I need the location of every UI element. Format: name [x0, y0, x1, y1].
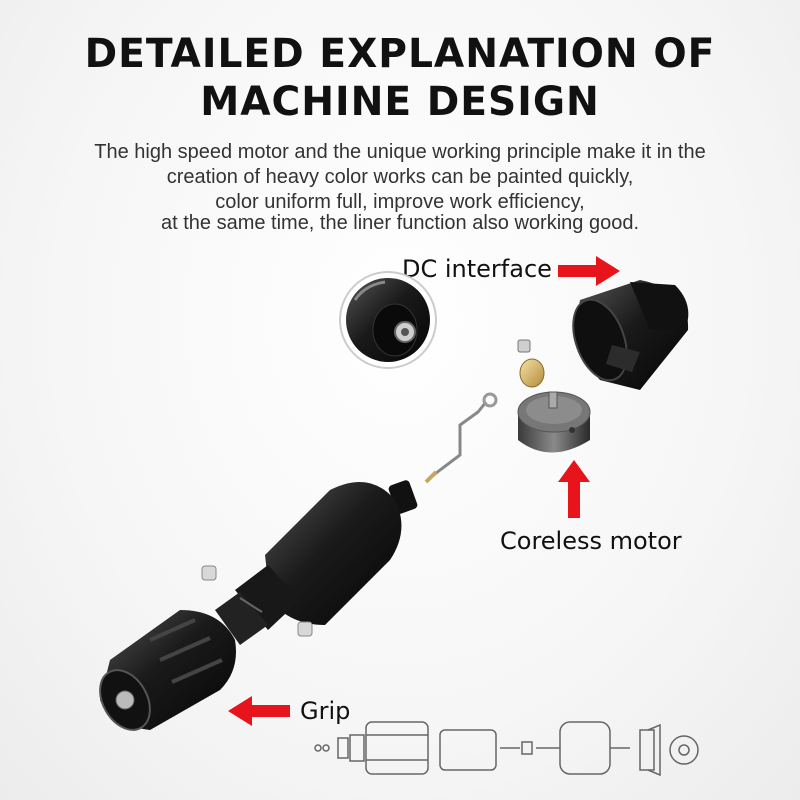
arrow-left-icon [228, 696, 290, 726]
page-title-line-2: MACHINE DESIGN [200, 79, 600, 125]
internal-components-sketch [314, 721, 699, 777]
eccentric-rod [424, 392, 498, 484]
description-line-2: creation of heavy color works can be pai… [166, 166, 634, 188]
description-line-3: color uniform full, improve work efficie… [215, 191, 585, 213]
grip-label: Grip [300, 697, 351, 725]
description-line-1: The high speed motor and the unique work… [94, 141, 706, 163]
description-line-4: at the same time, the liner function als… [160, 212, 640, 234]
dc-interface-label: DC interface [402, 255, 552, 283]
brass-bushing [519, 358, 545, 388]
coreless-motor-label: Coreless motor [500, 527, 682, 555]
set-screw-right [297, 621, 313, 637]
arrow-up-icon [558, 460, 590, 518]
arrow-right-icon [558, 256, 620, 286]
page-title-line-1: DETAILED EXPLANATION OF [84, 31, 716, 77]
coreless-motor [517, 391, 591, 453]
grip [99, 610, 236, 731]
dc-interface-cap [572, 280, 689, 390]
small-screw [517, 339, 531, 353]
set-screw-left [201, 565, 217, 581]
main-body [215, 482, 402, 645]
dc-interface-closeup [339, 271, 437, 369]
